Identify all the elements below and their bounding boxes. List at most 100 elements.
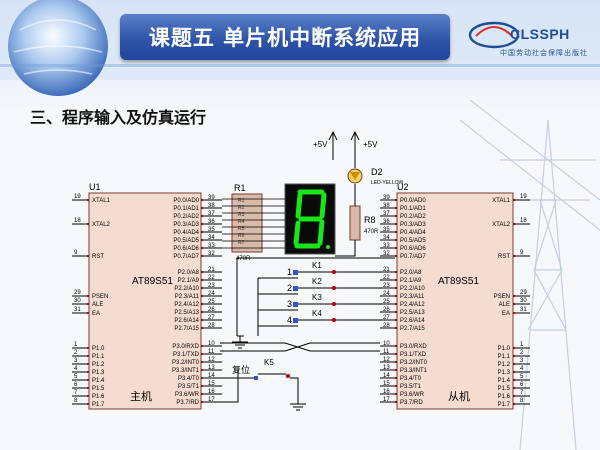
pin-number: 36 <box>208 219 215 225</box>
reset-key-indicator <box>254 376 258 380</box>
pin-name: ALE <box>92 302 103 308</box>
key-number: 2 <box>287 283 292 293</box>
pin-name: XTAL2 <box>492 222 511 228</box>
pin-number: 24 <box>383 291 390 297</box>
pin-marker <box>87 355 89 357</box>
pin-marker <box>395 223 397 225</box>
pin-marker <box>201 247 203 249</box>
pin-marker <box>395 377 397 379</box>
pin-name: PSEN <box>494 294 510 300</box>
pin-marker <box>201 199 203 201</box>
r1-value: 470R <box>236 256 251 262</box>
pin-marker <box>513 312 515 314</box>
page-title: 课题五 单片机中断系统应用 <box>148 26 422 50</box>
mcu-master-ref: U1 <box>89 182 101 192</box>
pin-number: 14 <box>383 373 390 379</box>
pin-marker <box>513 379 515 381</box>
pin-marker <box>395 327 397 329</box>
pin-number: 15 <box>208 381 215 387</box>
mcu-slave-ref: U2 <box>397 182 409 192</box>
pin-number: 21 <box>383 267 390 273</box>
pin-marker <box>513 355 515 357</box>
pin-number: 12 <box>208 357 215 363</box>
pin-marker <box>513 395 515 397</box>
pin-name: P0.7/AD7 <box>400 254 426 260</box>
pin-name: P3.7/RD <box>176 400 199 406</box>
pin-number: 16 <box>383 389 390 395</box>
pin-marker <box>87 379 89 381</box>
pin-marker <box>513 303 515 305</box>
reset-key-label: 复位 <box>232 364 250 375</box>
pin-marker <box>395 361 397 363</box>
reset-key-contact <box>286 374 290 378</box>
seven-segment-dp <box>326 245 330 249</box>
pin-marker <box>201 353 203 355</box>
power-label-5v: +5V <box>313 140 328 149</box>
pin-marker <box>87 312 89 314</box>
pin-number: 22 <box>383 275 390 281</box>
seven-segment-display <box>284 183 336 255</box>
pin-name: P1.5 <box>92 386 105 392</box>
pin-name: P3.5/T1 <box>400 384 422 390</box>
pin-number: 18 <box>74 218 81 224</box>
pin-name: P1.2 <box>92 362 105 368</box>
pin-name: P2.1/A9 <box>400 278 422 284</box>
led-value: LED-YELLOW <box>371 180 404 186</box>
pin-name: P3.5/T1 <box>178 384 200 390</box>
pin-name: P3.3/INT1 <box>400 368 428 374</box>
pin-name: P2.4/A12 <box>174 302 199 308</box>
pin-number: 8 <box>520 398 524 404</box>
resistor-label: R4 <box>238 219 245 225</box>
pin-marker <box>395 345 397 347</box>
pin-number: 34 <box>208 235 215 241</box>
pin-name: P0.3/AD3 <box>173 222 199 228</box>
pin-marker <box>395 247 397 249</box>
pin-number: 1 <box>74 342 78 348</box>
pin-name: P1.3 <box>92 370 105 376</box>
pin-name: P2.0/A8 <box>178 270 200 276</box>
pin-marker <box>395 311 397 313</box>
logo-brand: CLSSPH <box>510 26 570 42</box>
pin-marker <box>513 371 515 373</box>
pin-number: 32 <box>383 251 390 257</box>
pin-name: P2.5/A13 <box>400 310 425 316</box>
pin-name: P0.4/AD4 <box>400 230 426 236</box>
pin-number: 27 <box>383 315 390 321</box>
pin-marker <box>201 311 203 313</box>
pin-marker <box>395 279 397 281</box>
pin-name: P1.7 <box>92 402 105 408</box>
pin-marker <box>201 369 203 371</box>
pin-name: EA <box>92 311 100 317</box>
pin-marker <box>395 385 397 387</box>
pin-name: P1.6 <box>498 394 511 400</box>
pin-marker <box>87 387 89 389</box>
mcu-master-body <box>88 192 202 410</box>
pin-marker <box>513 387 515 389</box>
pin-name: P1.0 <box>498 346 511 352</box>
pin-name: P1.3 <box>498 370 511 376</box>
pin-marker <box>87 403 89 405</box>
pin-marker <box>201 345 203 347</box>
pin-name: P2.2/A10 <box>400 286 425 292</box>
key-ref: K1 <box>312 261 322 270</box>
pin-number: 13 <box>383 365 390 371</box>
pin-marker <box>87 255 89 257</box>
key-contact <box>332 302 336 306</box>
pin-name: P3.3/INT1 <box>172 368 200 374</box>
mcu-slave-role: 从机 <box>448 389 470 403</box>
pin-name: P2.5/A13 <box>174 310 199 316</box>
pin-marker <box>395 255 397 257</box>
pin-name: ALE <box>499 302 510 308</box>
pin-name: P2.4/A12 <box>400 302 425 308</box>
pin-marker <box>201 385 203 387</box>
pin-number: 2 <box>74 350 78 356</box>
key-ref: K3 <box>312 293 322 302</box>
resistor-label: R2 <box>238 205 245 211</box>
key-ref: K2 <box>312 277 322 286</box>
pin-number: 16 <box>208 389 215 395</box>
pin-name: P1.4 <box>498 378 511 384</box>
pin-name: P0.1/AD1 <box>400 206 426 212</box>
pin-name: P2.6/A14 <box>174 318 199 324</box>
pin-number: 5 <box>74 374 78 380</box>
pin-name: P0.2/AD2 <box>400 214 426 220</box>
